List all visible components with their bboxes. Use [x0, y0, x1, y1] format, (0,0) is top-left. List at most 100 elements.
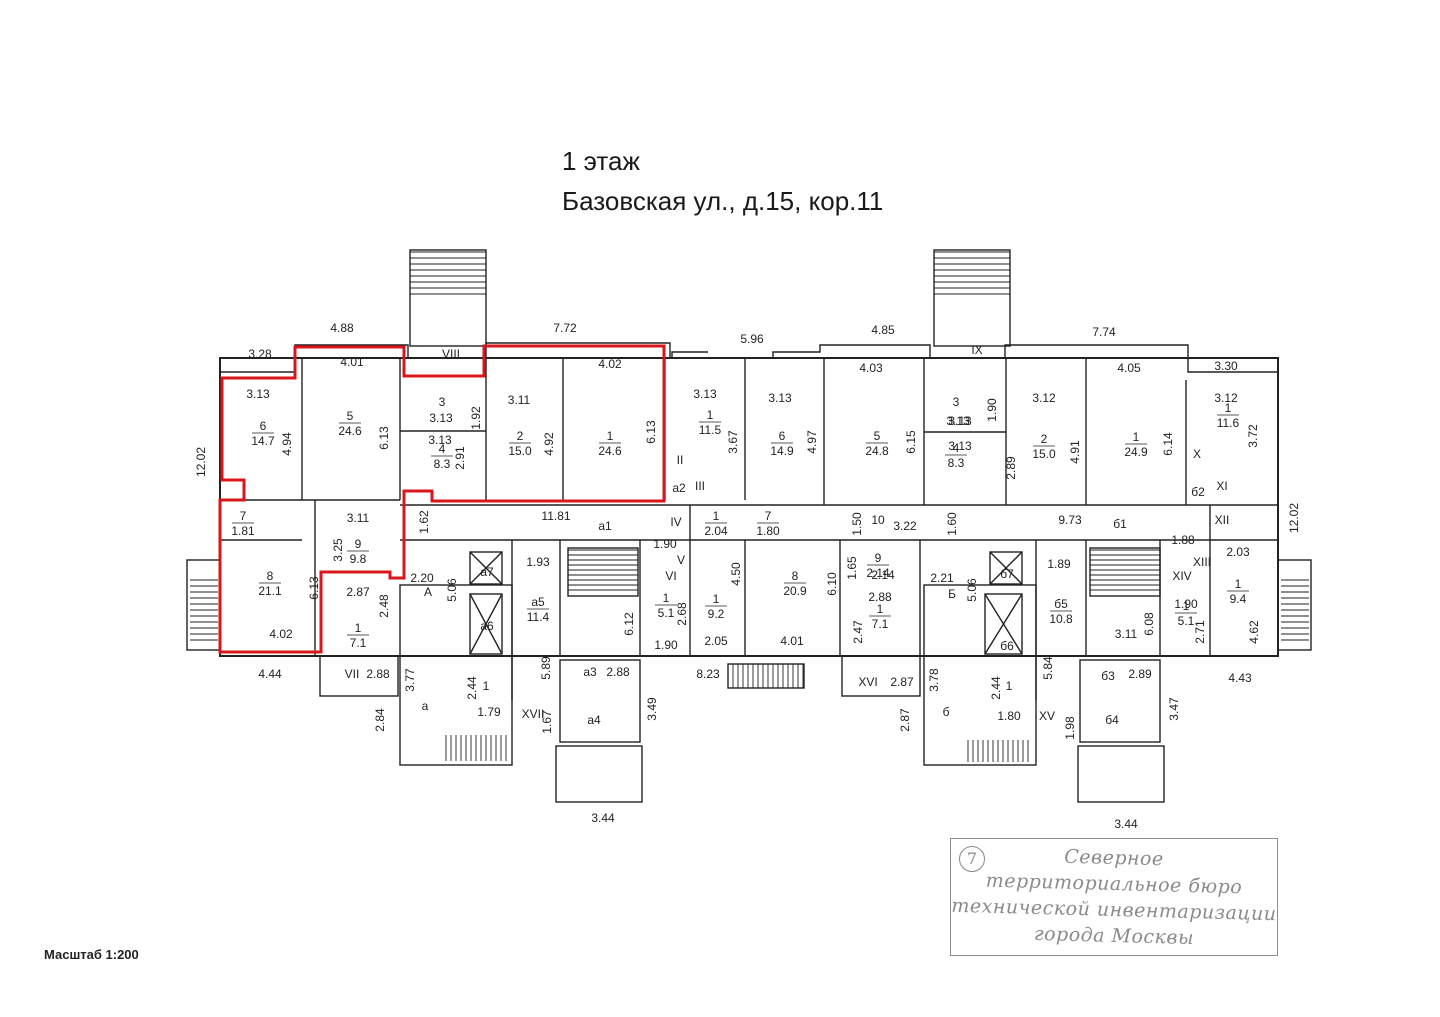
dimension-label: 3.77	[403, 668, 417, 692]
dimension-label: 4.62	[1247, 620, 1261, 644]
room-number: 7	[765, 509, 772, 523]
dimension-label: 2.88	[868, 590, 892, 604]
dimension-label: 2.88	[606, 665, 630, 679]
dimension-label: 1.90	[985, 398, 999, 422]
room-area: 7.1	[350, 636, 367, 650]
stamp-line-1: Северное	[1063, 845, 1164, 871]
room-number: 1	[607, 429, 614, 443]
dimension-label: 3.13	[946, 414, 970, 428]
room-area: 10.8	[1049, 612, 1073, 626]
dimension-label: 2.89	[1004, 456, 1018, 480]
dimension-label: 3.11	[347, 511, 370, 525]
section-label: б1	[1113, 517, 1127, 531]
room-area: 24.8	[865, 444, 889, 458]
dimension-label: 4.97	[805, 430, 819, 454]
dimension-label: 4.91	[1068, 440, 1082, 464]
dimension-label: 5.89	[539, 656, 553, 680]
room-number: 4	[953, 441, 960, 455]
dimension-label: 4.02	[269, 627, 293, 641]
room-number: 7	[240, 509, 247, 523]
dimension-label: 4.03	[859, 361, 883, 375]
dimension-label: 1.67	[540, 710, 554, 734]
room-number: 3	[953, 395, 960, 409]
room-area: 5.1	[1178, 614, 1195, 628]
dimension-label: 2.48	[377, 594, 391, 618]
dimension-label: 1.98	[1063, 716, 1077, 740]
dimension-label: 3.28	[248, 347, 272, 361]
room-area: 11.5	[699, 423, 722, 437]
room-area: 24.6	[338, 424, 362, 438]
dimension-label: 11.81	[541, 509, 570, 523]
dimension-label: 3.13	[693, 387, 717, 401]
dimension-label: 8.23	[696, 667, 720, 681]
section-label: VI	[665, 569, 676, 583]
dimension-label: 2.05	[704, 634, 728, 648]
room-area: 2.04	[704, 524, 728, 538]
dimension-label: 4.94	[280, 432, 294, 456]
dimension-label: 2.20	[410, 571, 434, 585]
section-label: XV	[1039, 709, 1055, 723]
dimension-label: 1.89	[1047, 557, 1071, 571]
section-label: a4	[587, 713, 601, 727]
section-label: XVI	[858, 675, 877, 689]
dimension-label: 3.13	[428, 433, 452, 447]
walls	[186, 249, 1312, 803]
dimension-label: 1.50	[850, 512, 864, 536]
stamp-line-3: технической инвентаризации	[951, 894, 1277, 926]
room-area: 1.81	[231, 524, 255, 538]
dimension-label: 3.25	[331, 538, 345, 562]
room-area: 9.4	[1230, 592, 1247, 606]
dimension-label: 4.92	[542, 432, 556, 456]
dimension-label: 4.44	[258, 667, 282, 681]
section-label: IV	[670, 515, 681, 529]
floor-title: 1 этаж	[562, 146, 640, 176]
stamp-line-2: территориальное бюро	[985, 869, 1243, 899]
section-label: XII	[1215, 513, 1230, 527]
room-number: 3	[439, 395, 446, 409]
dimension-label: 2.87	[890, 675, 914, 689]
stair-hatching	[190, 251, 1309, 762]
dimension-label: 1.90	[1174, 597, 1198, 611]
section-label: a7	[480, 565, 494, 579]
room-number: 9	[875, 551, 882, 565]
dimension-label: 6.08	[1142, 612, 1156, 636]
room-number: 1	[713, 592, 720, 606]
dimension-label: 1.80	[997, 709, 1021, 723]
room-number: б5	[1054, 597, 1068, 611]
room-area: 1.80	[756, 524, 780, 538]
section-label: II	[677, 453, 684, 467]
section-label: б	[943, 705, 950, 719]
room-area: 9.8	[350, 552, 367, 566]
room-number: 1	[877, 602, 884, 616]
stamp-number: 7	[959, 846, 985, 872]
room-number: 8	[267, 569, 274, 583]
dimension-label: 9.73	[1058, 513, 1082, 527]
section-label: a	[422, 699, 429, 713]
room-number: 1	[713, 509, 720, 523]
dimension-label: 1.88	[1171, 533, 1195, 547]
section-label: Б	[948, 587, 956, 601]
dimension-label: 2.68	[675, 602, 689, 626]
room-number: 5	[874, 429, 881, 443]
section-label: б3	[1101, 669, 1115, 683]
scale-label: Масштаб 1:200	[44, 947, 139, 962]
dimension-label: 1.62	[417, 510, 431, 534]
dimension-label: 6.13	[377, 426, 391, 450]
dimension-label: 3.13	[429, 411, 453, 425]
dimension-label: 5.96	[740, 332, 764, 346]
dimension-label: 12.02	[1287, 503, 1301, 533]
section-label: a3	[583, 665, 597, 679]
dimension-label: 2.84	[373, 708, 387, 732]
dimension-label: 3.47	[1167, 697, 1181, 721]
dimension-label: 6.13	[644, 420, 658, 444]
room-number: 1	[663, 591, 670, 605]
section-label: III	[695, 479, 705, 493]
dimension-label: 5.84	[1041, 656, 1055, 680]
room-area: 15.0	[1032, 447, 1056, 461]
room-number: 6	[779, 429, 786, 443]
dimension-label: 3.13	[948, 414, 972, 428]
dimension-label: 6.10	[825, 572, 839, 596]
dimension-label: 1.92	[469, 406, 483, 430]
dimension-label: 1.90	[653, 537, 677, 551]
